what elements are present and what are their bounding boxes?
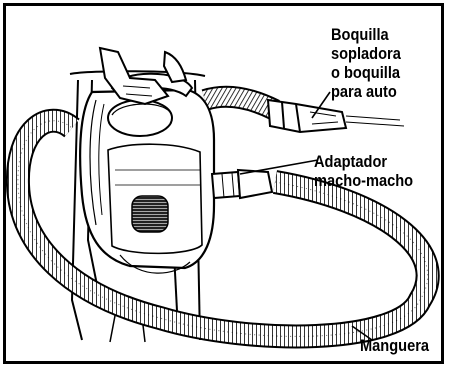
hose-label: Manguera <box>360 336 429 355</box>
upper-hose <box>205 97 275 110</box>
blower-nozzle <box>268 100 346 132</box>
nozzle-label-line: sopladora <box>331 44 401 63</box>
blower-body <box>80 90 214 273</box>
nozzle-label-line: para auto <box>331 82 401 101</box>
nozzle-label-line: o boquilla <box>331 63 401 82</box>
hose-label-text: Manguera <box>360 336 429 355</box>
airflow-lines <box>346 116 404 126</box>
adapter-label-line: macho-macho <box>314 171 413 190</box>
adapter-label-line: Adaptador <box>314 152 413 171</box>
adapter-label: Adaptador macho-macho <box>314 152 413 190</box>
nozzle-label-line: Boquilla <box>331 25 401 44</box>
nozzle-label: Boquilla sopladora o boquilla para auto <box>331 25 401 101</box>
